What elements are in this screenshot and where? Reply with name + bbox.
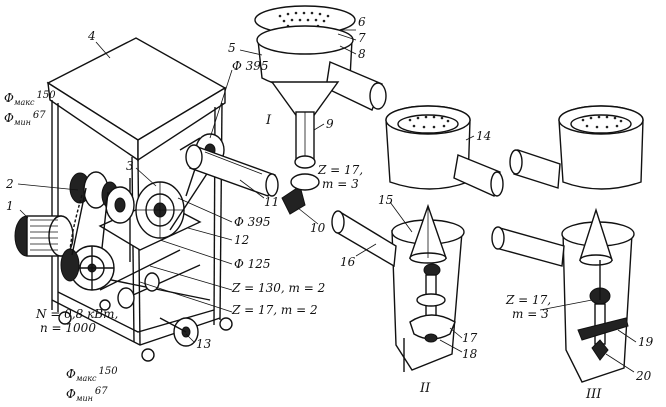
motor-rpm-label: n = 1000 [40,321,96,335]
gear-z17-m3-iii-line1: Z = 17, [505,293,551,307]
part-label-12: 12 [234,233,249,247]
gear-z17-m2-label: Z = 17, m = 2 [231,303,318,317]
gear-z130-m2-label: Z = 130, m = 2 [231,281,325,295]
view-iii-assembly [491,105,644,383]
gear-z17-m3-line1: Z = 17, [317,163,363,177]
motor-power-label: N = 0,8 кВт, [35,307,118,321]
part-label-8: 8 [358,47,366,61]
view-label-iii: III [585,387,602,402]
gear-z17-m3-line2: m = 3 [322,177,359,191]
gear-z17-m3-iii-line2: m = 3 [512,307,549,321]
part-label-10: 10 [310,221,326,235]
hopper-assembly [254,5,387,215]
phi-min-top-label: Φмин67 [4,110,46,127]
phi-min-bottom-label: Φмин67 [66,386,108,403]
part-label-7: 7 [358,31,366,45]
part-number-labels: 1 2 3 4 5 6 7 8 9 10 11 12 13 14 15 16 1… [5,15,654,383]
part-label-19: 19 [638,335,654,349]
part-label-5: 5 [228,41,236,55]
part-label-11: 11 [264,195,279,209]
part-label-3: 3 [126,159,134,173]
screw-feeder [185,144,279,197]
part-label-18: 18 [462,347,478,361]
part-label-20: 20 [635,369,652,383]
view-label-i: I [265,113,272,128]
phi-max-bottom-label: Φмакс150 [66,366,118,383]
part-label-9: 9 [326,117,334,131]
part-label-4: 4 [87,29,96,43]
part-label-1: 1 [6,199,14,213]
part-label-14: 14 [476,129,491,143]
part-label-16: 16 [340,255,356,269]
part-label-15: 15 [378,193,393,207]
handwheel [159,317,199,347]
view-ii-assembly [331,105,504,372]
electric-motor [14,215,74,257]
view-label-ii: II [419,381,431,396]
part-label-6: 6 [358,15,366,29]
part-label-13: 13 [196,337,212,351]
view-labels: I II III [265,113,602,402]
variator-pulleys [60,171,135,291]
phi-395-mid-label: Φ 395 [234,215,271,229]
leader-lines [17,29,637,373]
spec-annotations: Φ 395 Φ 395 Φ 125 Φмакс150 Φмин67 Φмакс1… [4,59,551,403]
part-label-2: 2 [5,177,14,191]
phi-395-top-label: Φ 395 [232,59,269,73]
worm-gear-assembly [117,133,225,309]
phi-max-top-label: Φмакс150 [4,90,56,107]
phi-125-label: Φ 125 [234,257,271,271]
part-label-17: 17 [462,331,478,345]
